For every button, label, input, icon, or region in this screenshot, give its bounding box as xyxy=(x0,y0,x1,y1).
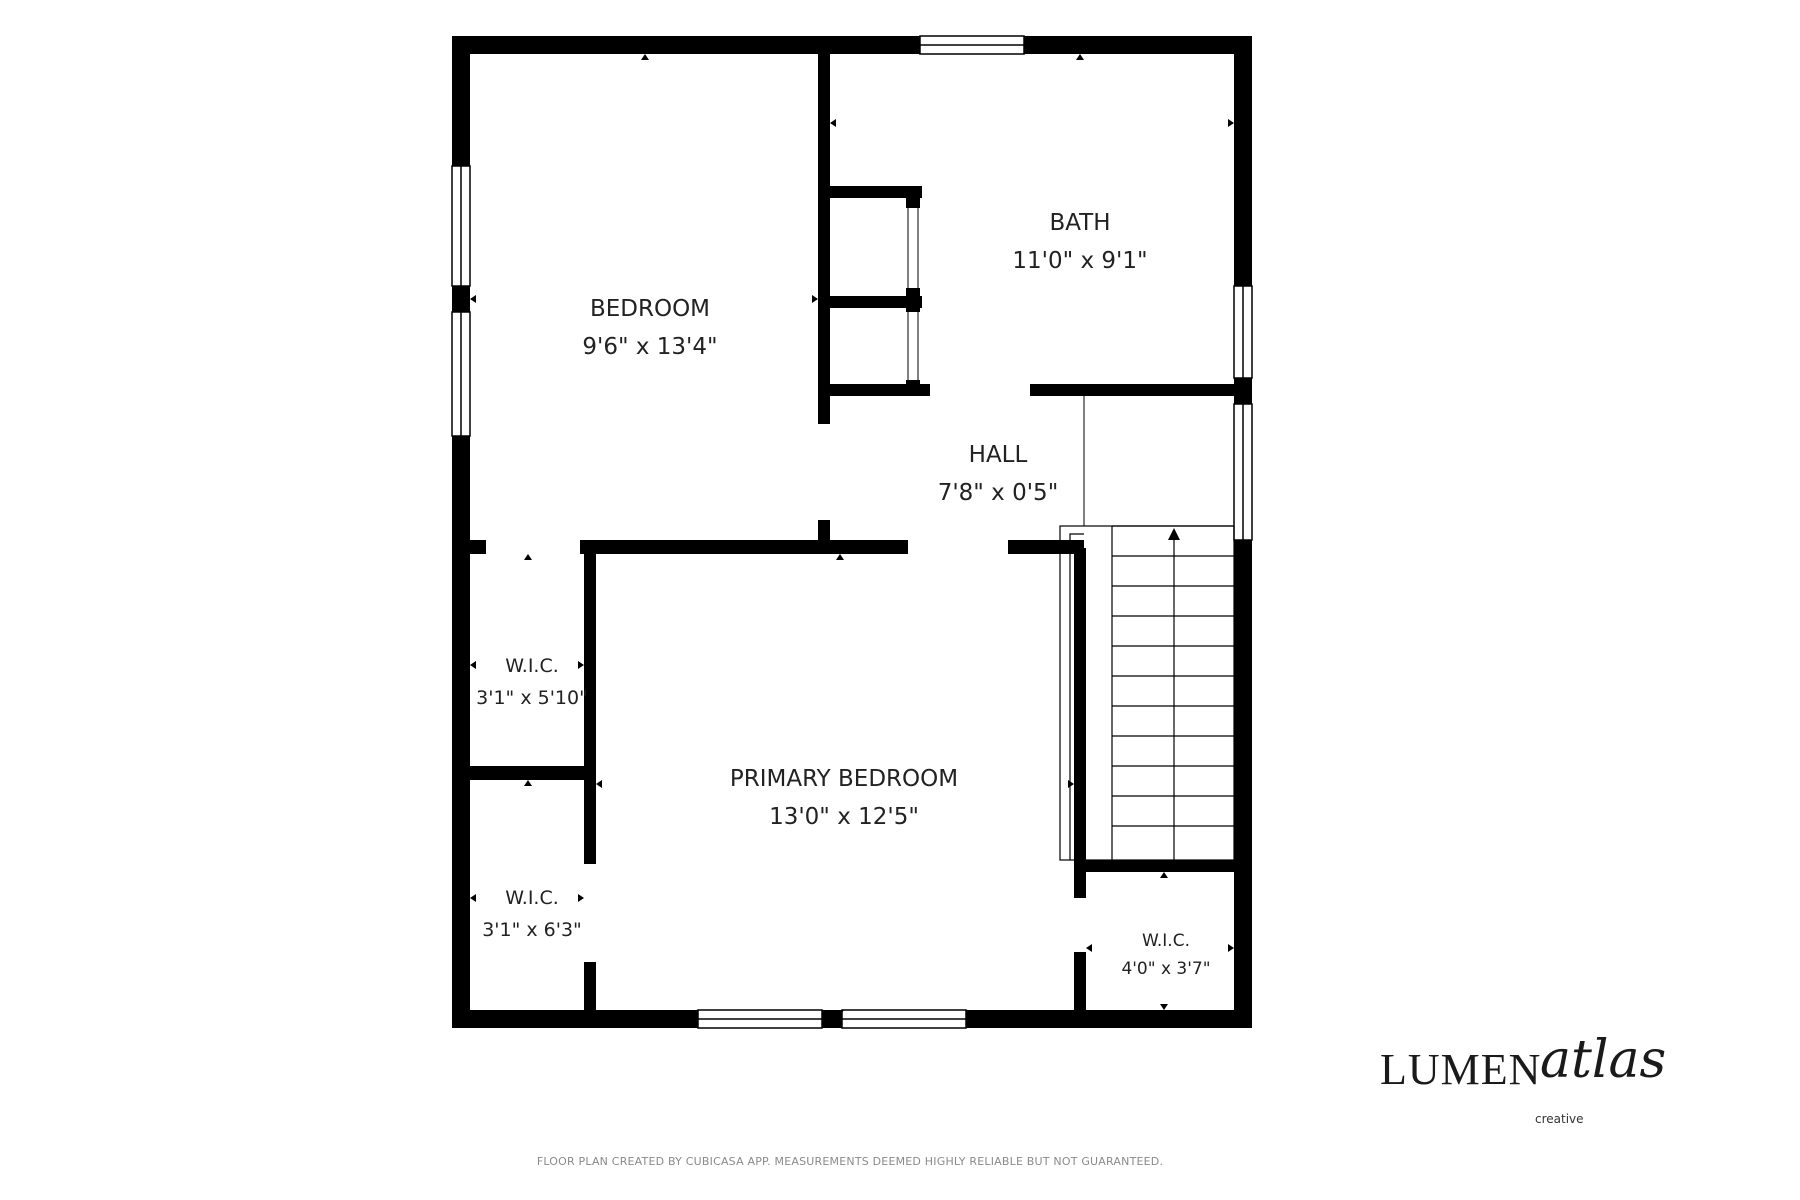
stair-direction-arrow-icon xyxy=(1168,528,1180,540)
room-dimensions: 3'1" x 6'3" xyxy=(482,919,582,941)
room-bath: BATH 11'0" x 9'1" xyxy=(1012,210,1147,274)
interior-walls xyxy=(470,54,1236,1012)
room-dimensions: 9'6" x 13'4" xyxy=(582,334,717,360)
door-openings xyxy=(907,208,1085,526)
staircase xyxy=(1059,525,1235,861)
brand-word-lumen: LUMEN xyxy=(1380,1045,1542,1094)
room-dimensions: 13'0" x 12'5" xyxy=(769,804,919,830)
room-name: W.I.C. xyxy=(505,887,559,909)
room-primary-bedroom: PRIMARY BEDROOM 13'0" x 12'5" xyxy=(730,766,958,830)
room-hall: HALL 7'8" x 0'5" xyxy=(938,442,1059,506)
room-bedroom: BEDROOM 9'6" x 13'4" xyxy=(582,296,717,360)
brand-word-atlas: atlas xyxy=(1540,1030,1667,1090)
room-name: PRIMARY BEDROOM xyxy=(730,766,958,792)
room-name: HALL xyxy=(969,442,1028,468)
windows xyxy=(451,35,1253,1029)
room-dimensions: 4'0" x 3'7" xyxy=(1121,959,1210,979)
room-name: W.I.C. xyxy=(1142,931,1190,951)
room-name: W.I.C. xyxy=(505,655,559,677)
dimension-markers xyxy=(470,54,1234,1016)
room-dimensions: 3'1" x 5'10" xyxy=(476,687,588,709)
room-wic-upper: W.I.C. 3'1" x 5'10" xyxy=(476,655,588,709)
exterior-walls xyxy=(452,36,1252,1028)
room-wic-lower: W.I.C. 3'1" x 6'3" xyxy=(482,887,582,941)
room-name: BATH xyxy=(1049,210,1110,236)
room-wic-right: W.I.C. 4'0" x 3'7" xyxy=(1121,931,1210,979)
footer-disclaimer: FLOOR PLAN CREATED BY CUBICASA APP. MEAS… xyxy=(536,1155,1164,1168)
room-dimensions: 11'0" x 9'1" xyxy=(1012,248,1147,274)
room-dimensions: 7'8" x 0'5" xyxy=(938,480,1059,506)
brand-logo: LUMEN atlas creative xyxy=(1380,1030,1710,1126)
brand-subtitle: creative xyxy=(1535,1112,1584,1126)
room-name: BEDROOM xyxy=(590,296,710,322)
